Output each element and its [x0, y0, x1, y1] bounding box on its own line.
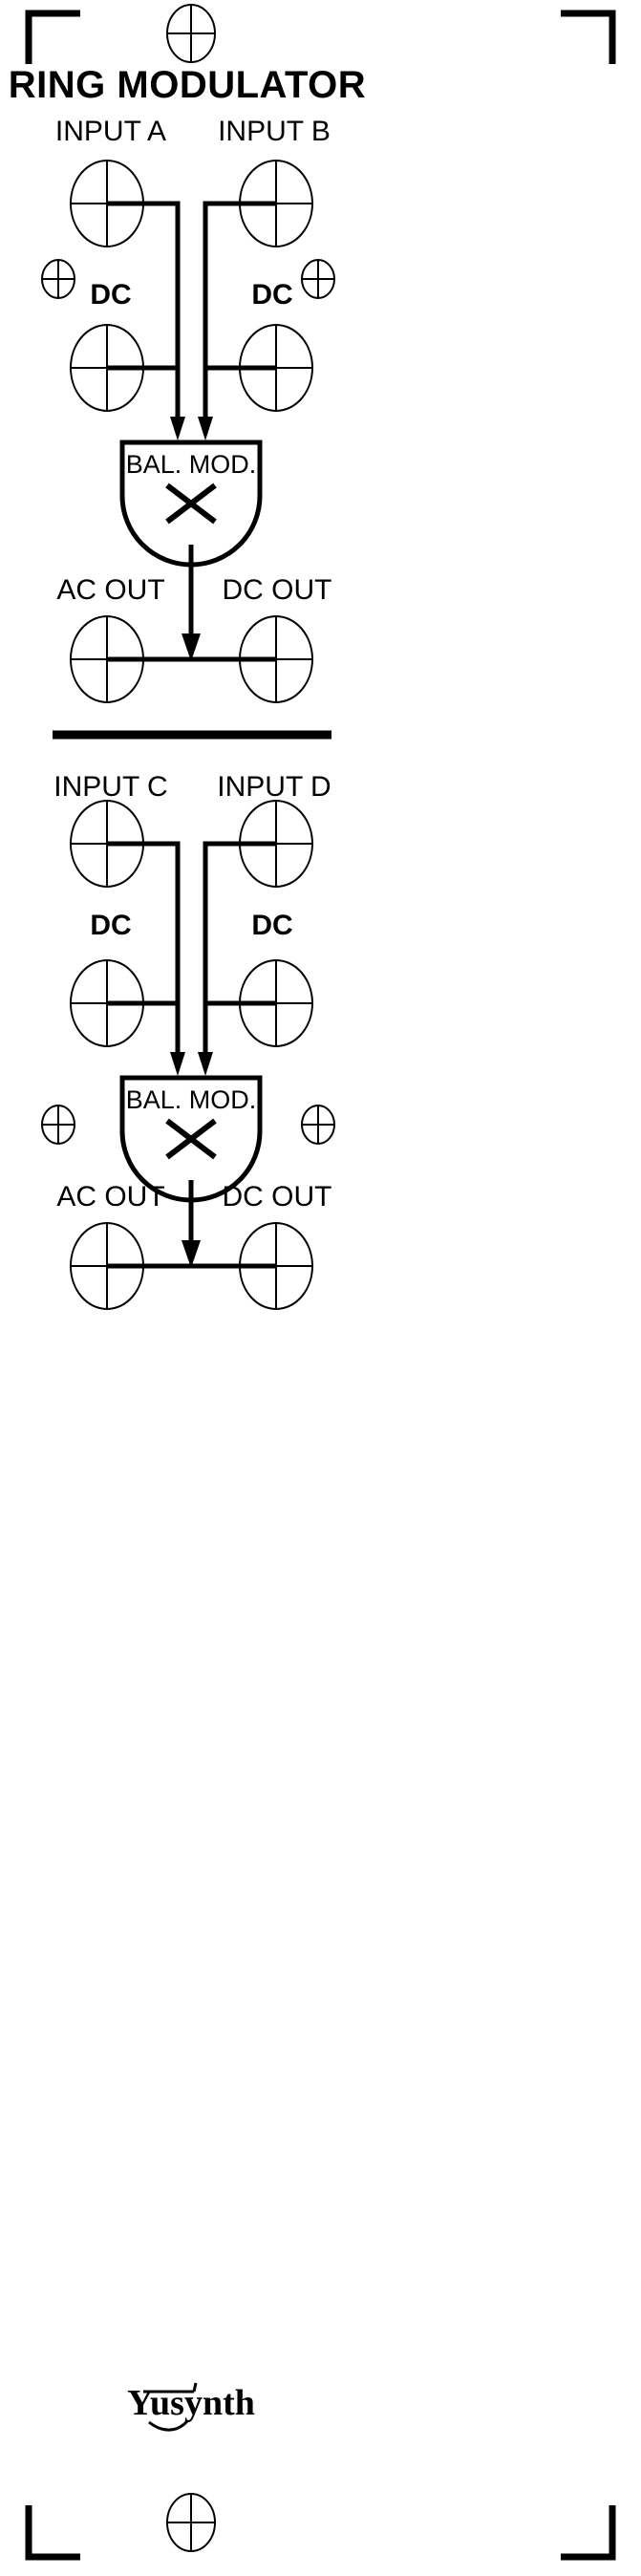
brand-logo: Yusynth	[127, 2382, 255, 2432]
bal-mod-block-2: BAL. MOD.	[119, 1075, 263, 1203]
jack-dc-b[interactable]	[239, 324, 313, 412]
label-dc-b: DC	[251, 279, 292, 311]
wire-input-a-to-balmod-1	[107, 201, 185, 440]
label-input-c: INPUT C	[53, 771, 167, 803]
label-ac-out-1: AC OUT	[56, 574, 164, 606]
jack-dc-out-2[interactable]	[239, 1222, 313, 1310]
mounting-hole-left-lower	[41, 1105, 75, 1145]
page-title: RING MODULATOR	[9, 64, 366, 106]
corner-mark-bottom-left	[25, 2505, 80, 2561]
label-input-d: INPUT D	[217, 771, 331, 803]
label-dc-c: DC	[90, 910, 131, 941]
wire-input-b-to-balmod-1	[198, 201, 276, 440]
brand-logo-text: Yusynth	[127, 2383, 255, 2423]
jack-input-a[interactable]	[70, 160, 144, 247]
mounting-hole-right-lower	[301, 1105, 335, 1145]
jack-ac-out-1[interactable]	[70, 615, 144, 703]
bal-mod-block-1: BAL. MOD.	[119, 440, 263, 568]
label-dc-d: DC	[251, 910, 292, 941]
wire-balmod2-to-outputs	[182, 1180, 201, 1268]
label-input-a: INPUT A	[55, 116, 166, 147]
label-input-b: INPUT B	[218, 116, 331, 147]
jack-dc-d[interactable]	[239, 959, 313, 1047]
label-dc-out-1: DC OUT	[223, 574, 332, 606]
jack-dc-c[interactable]	[70, 959, 144, 1047]
label-dc-out-2: DC OUT	[223, 1181, 332, 1213]
multiply-x-icon-1	[165, 483, 217, 525]
jack-dc-out-1[interactable]	[239, 615, 313, 703]
mounting-hole-right-upper	[301, 259, 335, 299]
corner-mark-top-left	[25, 10, 80, 64]
bal-mod-label-2: BAL. MOD.	[126, 1085, 257, 1114]
mounting-hole-left-upper	[41, 259, 75, 299]
multiply-x-icon-2	[165, 1118, 217, 1160]
mounting-hole-bottom-center	[166, 2493, 216, 2552]
wire-input-c-to-balmod-2	[107, 841, 185, 1076]
jack-input-b[interactable]	[239, 160, 313, 247]
corner-mark-top-right	[561, 10, 616, 64]
jack-dc-a[interactable]	[70, 324, 144, 412]
bal-mod-label-1: BAL. MOD.	[126, 450, 257, 479]
jack-input-c[interactable]	[70, 800, 144, 888]
jack-input-d[interactable]	[239, 800, 313, 888]
label-dc-a: DC	[90, 279, 131, 311]
wire-input-d-to-balmod-2	[198, 841, 276, 1076]
mounting-hole-top-center	[166, 4, 216, 63]
corner-mark-bottom-right	[561, 2505, 616, 2561]
wire-balmod1-to-outputs	[182, 545, 201, 661]
jack-ac-out-2[interactable]	[70, 1222, 144, 1310]
label-ac-out-2: AC OUT	[56, 1181, 164, 1213]
